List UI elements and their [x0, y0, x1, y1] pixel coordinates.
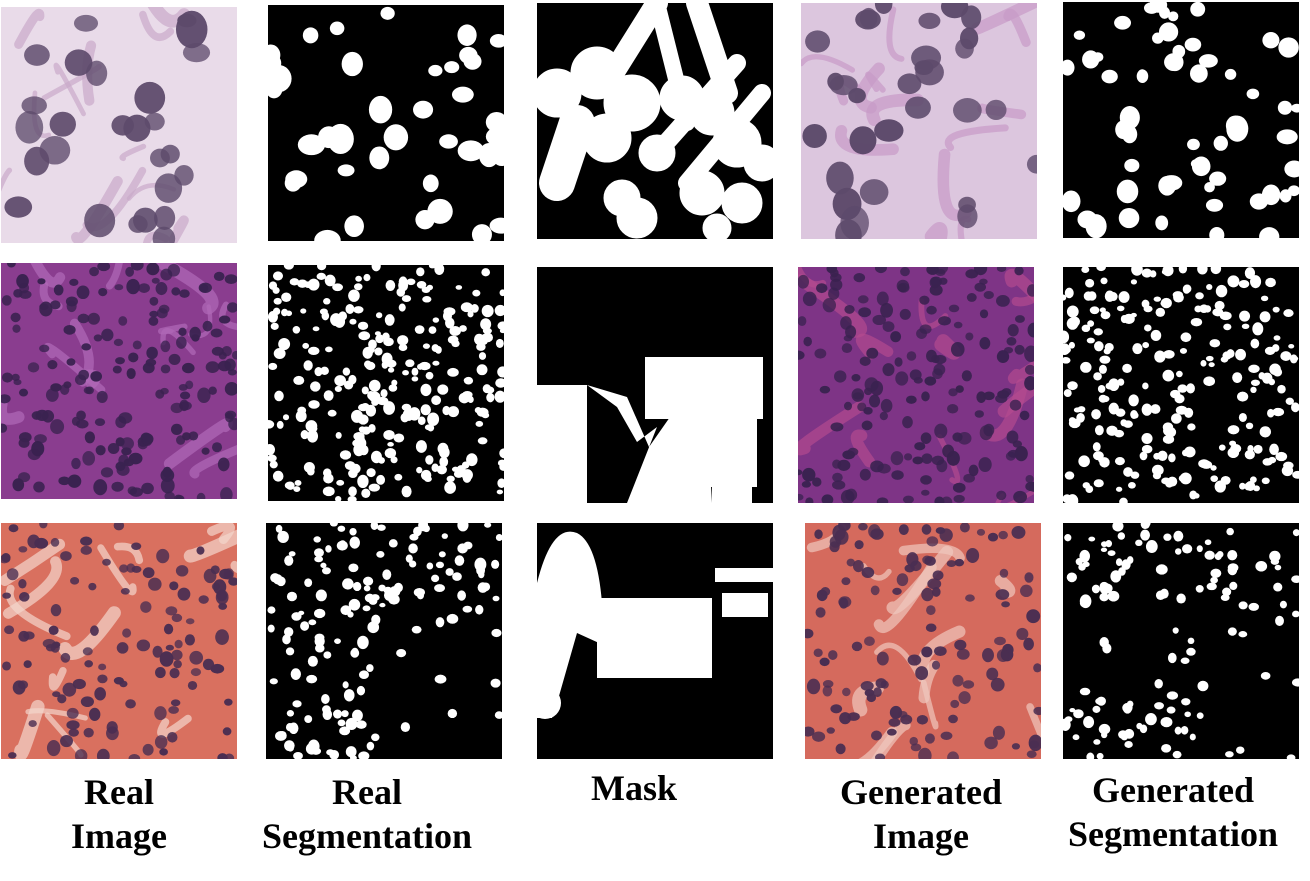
row3-mask — [537, 523, 773, 759]
caption-generated-image: Generated Image — [840, 772, 1002, 856]
histology-tile — [801, 3, 1037, 239]
histology-tile — [805, 523, 1041, 759]
histology-tile — [1, 263, 237, 499]
mask-tile — [537, 523, 773, 759]
row3-generated-segmentation — [1063, 523, 1299, 759]
histology-tile — [798, 267, 1034, 503]
caption-real-segmentation: Real Segmentation — [262, 772, 472, 856]
row1-generated-image — [801, 3, 1037, 239]
row2-generated-image — [798, 267, 1034, 503]
segmentation-tile — [266, 523, 502, 759]
mask-tile — [537, 3, 773, 239]
row2-real-image — [1, 263, 237, 499]
segmentation-tile — [268, 265, 504, 501]
row3-generated-image — [805, 523, 1041, 759]
row2-mask — [537, 267, 773, 503]
row1-generated-segmentation — [1063, 2, 1299, 238]
histology-tile — [1, 7, 237, 243]
row1-mask — [537, 3, 773, 239]
row3-real-segmentation — [266, 523, 502, 759]
segmentation-tile — [268, 5, 504, 241]
mask-tile — [537, 267, 773, 503]
segmentation-tile — [1063, 523, 1299, 759]
row2-real-segmentation — [268, 265, 504, 501]
caption-generated-segmentation: Generated Segmentation — [1068, 770, 1278, 854]
caption-mask: Mask — [590, 768, 677, 808]
row1-real-image — [1, 7, 237, 243]
segmentation-tile — [1063, 267, 1299, 503]
segmentation-tile — [1063, 2, 1299, 238]
row3-real-image — [1, 523, 237, 759]
row2-generated-segmentation — [1063, 267, 1299, 503]
caption-real-image: Real Image — [71, 772, 167, 856]
histology-tile — [1, 523, 237, 759]
row1-real-segmentation — [268, 5, 504, 241]
